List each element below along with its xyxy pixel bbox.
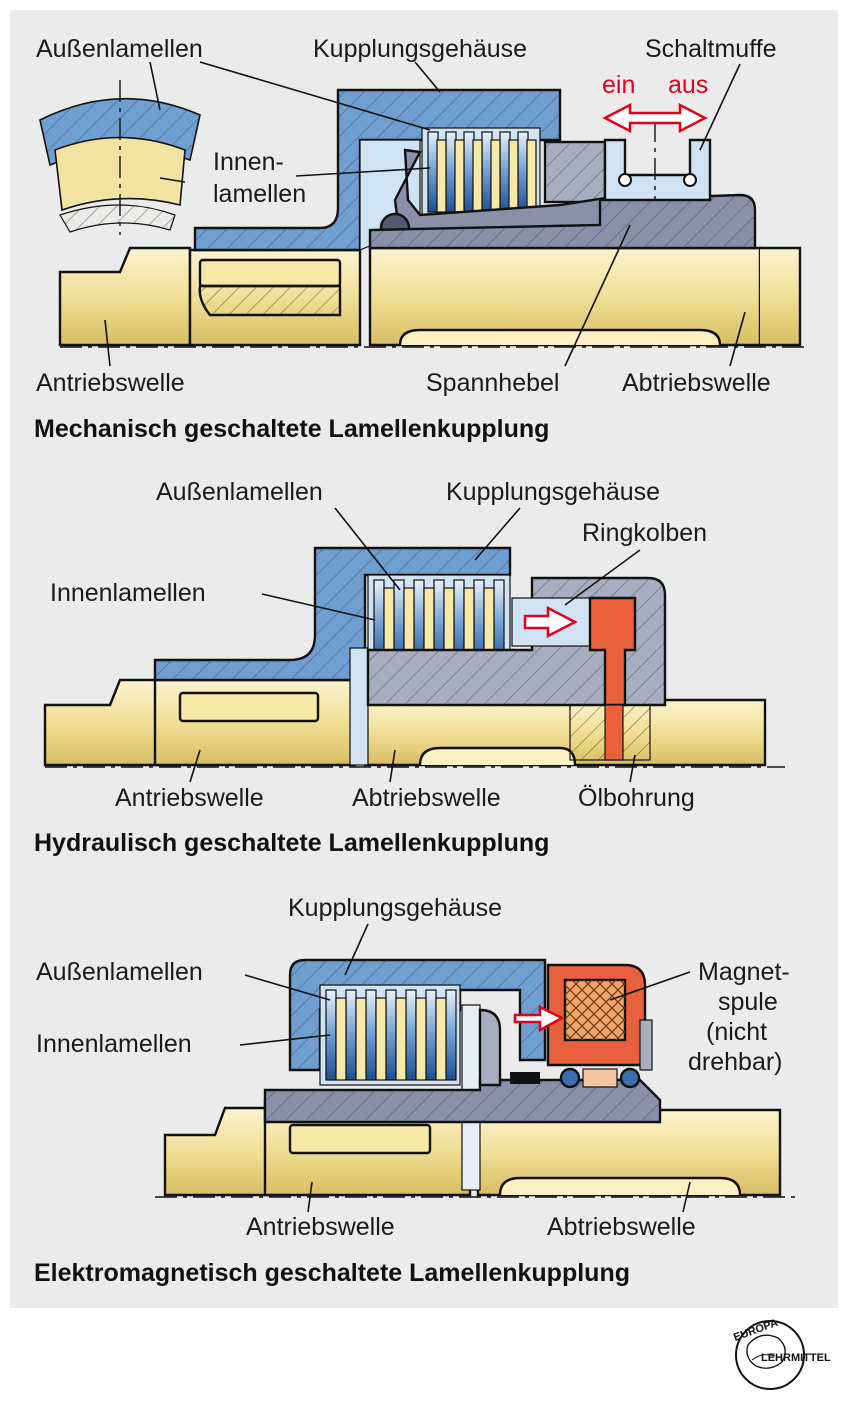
hydraulic-clutch-drawing <box>43 546 785 768</box>
label-coil-3: (nicht <box>706 1018 767 1046</box>
label-coil-2: spule <box>718 988 778 1016</box>
label-coil-1: Magnet- <box>698 958 790 986</box>
hydraulic-labels: Außenlamellen Kupplungsgehäuse Ringkolbe… <box>34 478 707 857</box>
mechanical-labels: Außenlamellen Kupplungsgehäuse Schaltmuf… <box>34 35 777 443</box>
label-piston: Ringkolben <box>582 519 707 547</box>
label-on: ein <box>602 71 635 99</box>
label-outer-plates-em: Außenlamellen <box>36 958 203 986</box>
logo-text-bottom: LEHRMITTEL <box>761 1352 831 1364</box>
label-inner-plates-em: Innenlamellen <box>36 1030 192 1058</box>
label-housing-hyd: Kupplungsgehäuse <box>446 478 660 506</box>
mechanical-plates <box>421 127 541 219</box>
title-hydraulic: Hydraulisch geschaltete Lamellenkupplung <box>34 829 549 857</box>
label-output-shaft-hyd: Abtriebswelle <box>352 784 501 812</box>
label-input-shaft-mech: Antriebswelle <box>36 369 185 397</box>
electromagnetic-plates <box>319 984 461 1086</box>
electromagnetic-clutch-drawing <box>155 958 795 1198</box>
label-output-shaft-mech: Abtriebswelle <box>622 369 771 397</box>
label-lever: Spannhebel <box>426 369 559 397</box>
electromagnetic-labels: Kupplungsgehäuse Außenlamellen Innenlame… <box>34 894 790 1287</box>
title-mechanical: Mechanisch geschaltete Lamellenkupplung <box>34 415 549 443</box>
label-inner-plates-mech-1: Innen- <box>213 148 284 176</box>
label-inner-plates-mech-2: lamellen <box>213 180 306 208</box>
label-outer-plates-mech: Außenlamellen <box>36 35 203 63</box>
title-electromagnetic: Elektromagnetisch geschaltete Lamellenku… <box>34 1259 630 1287</box>
label-input-shaft-hyd: Antriebswelle <box>115 784 264 812</box>
label-inner-plates-hyd: Innenlamellen <box>50 579 206 607</box>
label-off: aus <box>668 71 708 99</box>
label-outer-plates-hyd: Außenlamellen <box>156 478 323 506</box>
label-oil-bore: Ölbohrung <box>578 784 695 812</box>
gear-inset <box>39 80 201 235</box>
label-housing-mech: Kupplungsgehäuse <box>313 35 527 63</box>
mechanical-clutch-drawing <box>39 80 810 348</box>
label-coil-4: drehbar) <box>688 1048 783 1076</box>
label-input-shaft-em: Antriebswelle <box>246 1213 395 1241</box>
label-output-shaft-em: Abtriebswelle <box>547 1213 696 1241</box>
label-housing-em: Kupplungsgehäuse <box>288 894 502 922</box>
label-sleeve: Schaltmuffe <box>645 35 777 63</box>
europa-lehrmittel-logo: EUROPA LEHRMITTEL <box>732 1317 831 1390</box>
